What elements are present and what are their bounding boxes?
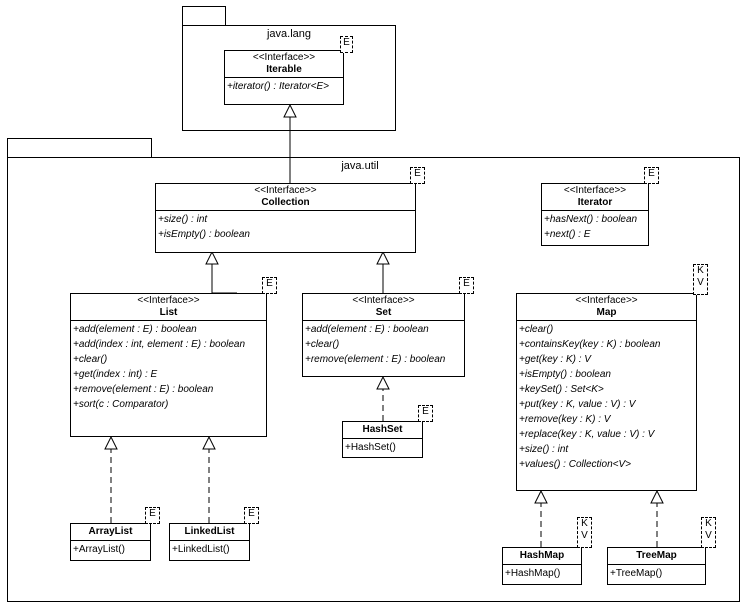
class-set: <<Interface>>Set +add(element : E) : boo…: [302, 293, 465, 377]
generalization-arrowhead: [205, 250, 219, 265]
class-iterable: <<Interface>>Iterable +iterator() : Iter…: [224, 50, 344, 105]
class-arraylist: ArrayList +ArrayList(): [70, 523, 151, 561]
operation: +remove(element : E) : boolean: [73, 384, 214, 395]
template-parameter: E: [644, 167, 659, 184]
stereotype-label: <<Interface>>: [563, 185, 627, 196]
class-map: <<Interface>>Map +clear() +containsKey(k…: [516, 293, 697, 491]
class-name: Map: [596, 307, 617, 318]
template-parameter: E: [244, 507, 259, 524]
stereotype-label: <<Interface>>: [575, 295, 638, 306]
class-linkedlist: LinkedList +LinkedList(): [169, 523, 250, 561]
template-parameter: E: [145, 507, 160, 524]
class-name: List: [159, 307, 178, 318]
realization-arrowhead: [534, 489, 548, 504]
operation: +get(index : int) : E: [73, 369, 158, 380]
template-parameter: E: [418, 405, 433, 422]
stereotype-label: <<Interface>>: [254, 185, 317, 196]
operation: +ArrayList(): [73, 544, 125, 555]
operation: +HashMap(): [505, 568, 561, 579]
generalization-list-collection: [211, 264, 237, 294]
operation: +size() : int: [519, 444, 569, 455]
template-parameter: E: [340, 36, 353, 53]
operation: +iterator() : Iterator<E>: [227, 81, 329, 92]
operation: +remove(key : K) : V: [519, 414, 611, 425]
operation: +sort(c : Comparator): [73, 399, 169, 410]
class-name: LinkedList: [184, 526, 235, 537]
operation: +HashSet(): [345, 442, 396, 453]
class-name: TreeMap: [636, 550, 677, 561]
package-java-util-title: java.util: [341, 160, 379, 172]
operation: +TreeMap(): [610, 568, 663, 579]
operation: +clear(): [73, 354, 108, 365]
class-name: Set: [375, 307, 392, 318]
class-name: HashMap: [519, 550, 565, 561]
operation: +clear(): [519, 324, 554, 335]
operation: +keySet() : Set<K>: [519, 384, 604, 395]
class-name: Iterator: [577, 197, 613, 208]
stereotype-label: <<Interface>>: [252, 52, 316, 63]
operation: +add(element : E) : boolean: [305, 324, 429, 335]
class-hashmap: HashMap +HashMap(): [502, 547, 582, 585]
operation: +get(key : K) : V: [519, 354, 591, 365]
operation: +add(element : E) : boolean: [73, 324, 197, 335]
operation: +LinkedList(): [172, 544, 230, 555]
class-hashset: HashSet +HashSet(): [342, 421, 423, 458]
package-java-lang-title: java.lang: [266, 28, 312, 40]
operation: +replace(key : K, value : V) : V: [519, 429, 655, 440]
operation: +add(index : int, element : E) : boolean: [73, 339, 246, 350]
realization-arrowhead: [376, 375, 390, 390]
generalization-arrowhead: [283, 103, 297, 118]
class-treemap: TreeMap +TreeMap(): [607, 547, 706, 585]
realization-arrowhead: [650, 489, 664, 504]
class-collection: <<Interface>>Collection +size() : int +i…: [155, 183, 416, 253]
operation: +values() : Collection<V>: [519, 459, 632, 470]
stereotype-label: <<Interface>>: [352, 295, 415, 306]
stereotype-label: <<Interface>>: [137, 295, 200, 306]
operation: +put(key : K, value : V) : V: [519, 399, 636, 410]
class-iterator: <<Interface>>Iterator +hasNext() : boole…: [541, 183, 649, 246]
class-name: HashSet: [362, 424, 403, 435]
template-parameter: E: [262, 277, 277, 294]
template-parameter: E: [459, 277, 474, 294]
operation: +remove(element : E) : boolean: [305, 354, 446, 365]
class-name: Iterable: [266, 64, 302, 75]
realization-arrowhead: [104, 435, 118, 450]
operation: +clear(): [305, 339, 340, 350]
class-name: Collection: [261, 197, 310, 208]
operation: +next() : E: [544, 229, 591, 240]
generalization-arrowhead: [376, 250, 390, 265]
operation: +isEmpty() : boolean: [158, 229, 250, 240]
class-list: <<Interface>>List +add(element : E) : bo…: [70, 293, 267, 437]
operation: +hasNext() : boolean: [544, 214, 638, 225]
operation: +containsKey(key : K) : boolean: [519, 339, 661, 350]
operation: +isEmpty() : boolean: [519, 369, 611, 380]
template-parameter: E: [410, 167, 425, 184]
operation: +size() : int: [158, 214, 208, 225]
realization-arrowhead: [202, 435, 216, 450]
class-name: ArrayList: [88, 526, 133, 537]
